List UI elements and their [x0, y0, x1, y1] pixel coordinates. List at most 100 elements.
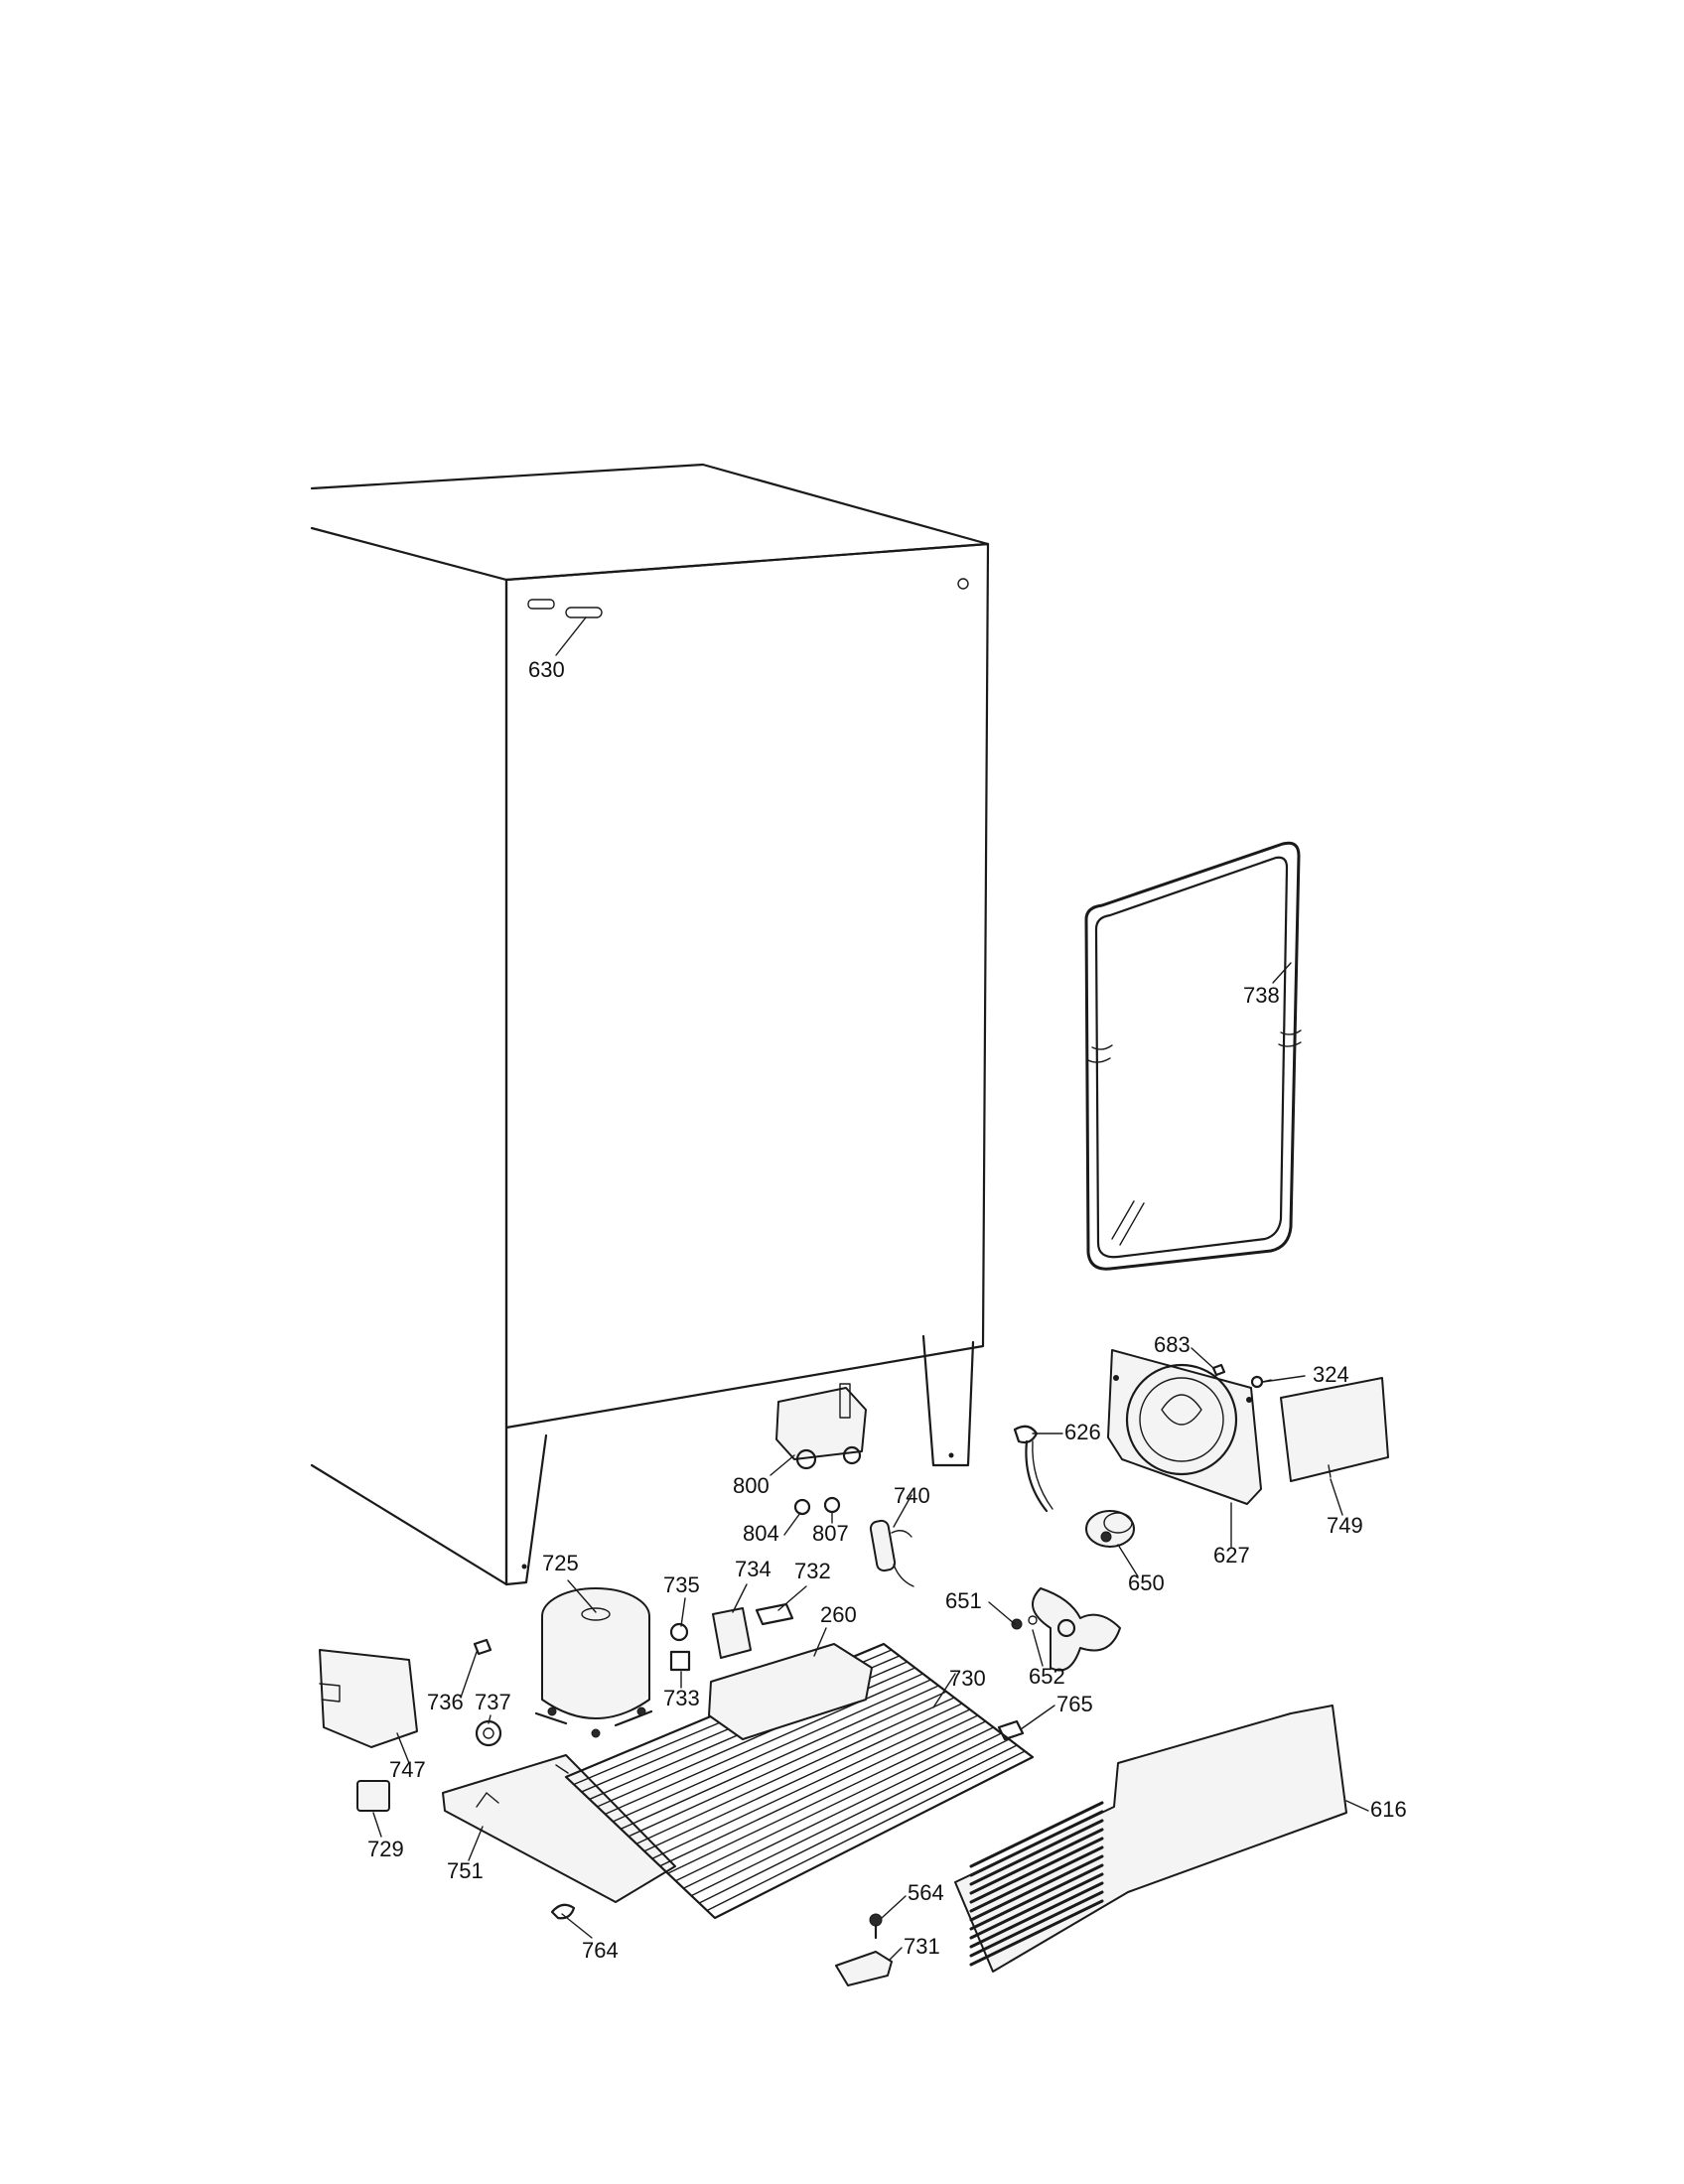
leader-line — [881, 1895, 907, 1919]
grille-slot — [969, 1872, 1104, 1940]
callout-626: 626 — [1064, 1420, 1101, 1444]
leader-line — [770, 1454, 795, 1476]
part-733-clip — [669, 1650, 691, 1672]
condenser-tube — [651, 1708, 971, 1859]
condenser-tube — [635, 1697, 955, 1844]
leader-line — [1262, 1375, 1306, 1383]
callout-749: 749 — [1327, 1513, 1363, 1538]
callout-564: 564 — [908, 1880, 944, 1905]
callout-731: 731 — [904, 1934, 940, 1959]
callout-736: 736 — [427, 1690, 464, 1714]
leader-line — [460, 1651, 478, 1699]
grille-slot — [969, 1845, 1104, 1913]
grille-slot — [969, 1837, 1104, 1904]
callout-738: 738 — [1243, 983, 1280, 1008]
leader-line — [1272, 962, 1292, 984]
leader-line — [468, 1826, 484, 1861]
grille-slot — [969, 1899, 1104, 1967]
callout-labels: 630 738 683 324 626 800 740 804 807 627 … — [367, 657, 1407, 1963]
callout-765: 765 — [1056, 1692, 1093, 1716]
leader-line — [680, 1597, 686, 1627]
callout-651: 651 — [945, 1588, 982, 1613]
part-627-fan-shroud — [1107, 1349, 1262, 1505]
leader-line — [1191, 1347, 1214, 1369]
leader-line — [1032, 1629, 1044, 1667]
part-651-652-fan-blade — [1011, 1587, 1121, 1672]
part-764-clip — [550, 1903, 576, 1920]
callout-729: 729 — [367, 1837, 404, 1861]
callout-740: 740 — [894, 1483, 930, 1508]
part-747-bracket — [319, 1649, 418, 1748]
refrigerator-cabinet — [310, 463, 990, 1586]
leader-line — [1117, 1544, 1139, 1577]
leader-line — [777, 1585, 807, 1611]
part-737-grommet — [475, 1719, 502, 1747]
leader-line — [1330, 1478, 1343, 1516]
callout-764: 764 — [582, 1938, 619, 1963]
cabinet-screw-right — [948, 1452, 954, 1458]
leader-line — [1020, 1705, 1055, 1730]
part-729-box — [356, 1780, 390, 1812]
leader-line — [488, 1714, 491, 1724]
cabinet-slot-2 — [565, 607, 603, 618]
grille-slot — [969, 1881, 1104, 1949]
callout-260: 260 — [820, 1602, 857, 1627]
leader-line — [988, 1601, 1016, 1625]
callout-683: 683 — [1154, 1332, 1191, 1357]
condenser-tube — [612, 1679, 932, 1823]
part-734-relay — [712, 1607, 752, 1659]
part-324-screw — [1250, 1375, 1272, 1389]
grille-slot — [969, 1854, 1104, 1922]
leader-line — [932, 1673, 956, 1708]
grille-slot — [969, 1801, 1104, 1868]
leader-line — [893, 1494, 912, 1528]
callout-732: 732 — [794, 1559, 831, 1583]
leader-line — [889, 1947, 903, 1961]
grille-slot — [969, 1819, 1104, 1886]
callout-751: 751 — [447, 1858, 484, 1883]
part-260-drain-pan — [708, 1643, 873, 1740]
condenser-tube — [620, 1685, 939, 1831]
leader-line — [372, 1812, 382, 1838]
part-738-gasket — [1084, 841, 1302, 1271]
condenser-tube — [674, 1726, 995, 1882]
part-740-capacitor — [869, 1519, 914, 1587]
cabinet-screw-left — [521, 1564, 527, 1570]
callout-730: 730 — [949, 1666, 986, 1691]
grille-slot — [969, 1863, 1104, 1931]
callout-804: 804 — [743, 1521, 779, 1546]
callout-leaders — [372, 616, 1369, 1961]
part-751-base-tray — [442, 1754, 676, 1903]
callout-737: 737 — [475, 1690, 511, 1714]
part-807-nut — [823, 1496, 841, 1514]
part-626-harness — [1013, 1425, 1053, 1513]
part-735-grommet — [669, 1622, 689, 1642]
leader-line — [783, 1512, 801, 1536]
callout-324: 324 — [1313, 1362, 1349, 1387]
grille-slot — [969, 1890, 1104, 1958]
part-683-screw — [1211, 1363, 1226, 1377]
cabinet-hole — [957, 578, 969, 590]
part-725-compressor — [534, 1587, 653, 1738]
condenser-tube — [706, 1750, 1026, 1912]
condenser-tube — [643, 1703, 963, 1852]
leader-line — [561, 1913, 593, 1939]
leader-line — [567, 1579, 597, 1613]
part-650-motor — [1085, 1510, 1135, 1548]
callout-652: 652 — [1029, 1664, 1065, 1689]
callout-735: 735 — [663, 1572, 700, 1597]
part-731-clip — [835, 1951, 893, 1986]
leader-line — [1345, 1800, 1369, 1812]
condenser-tube — [690, 1738, 1011, 1897]
part-765-clip — [997, 1719, 1025, 1741]
callout-725: 725 — [542, 1551, 579, 1575]
callout-627: 627 — [1213, 1543, 1250, 1568]
grille-slot — [969, 1828, 1104, 1895]
callout-733: 733 — [663, 1686, 700, 1710]
part-564-screw — [869, 1913, 883, 1940]
part-616-grille-panel — [954, 1705, 1347, 1973]
callout-747: 747 — [389, 1757, 426, 1782]
part-736-clip — [473, 1638, 492, 1656]
